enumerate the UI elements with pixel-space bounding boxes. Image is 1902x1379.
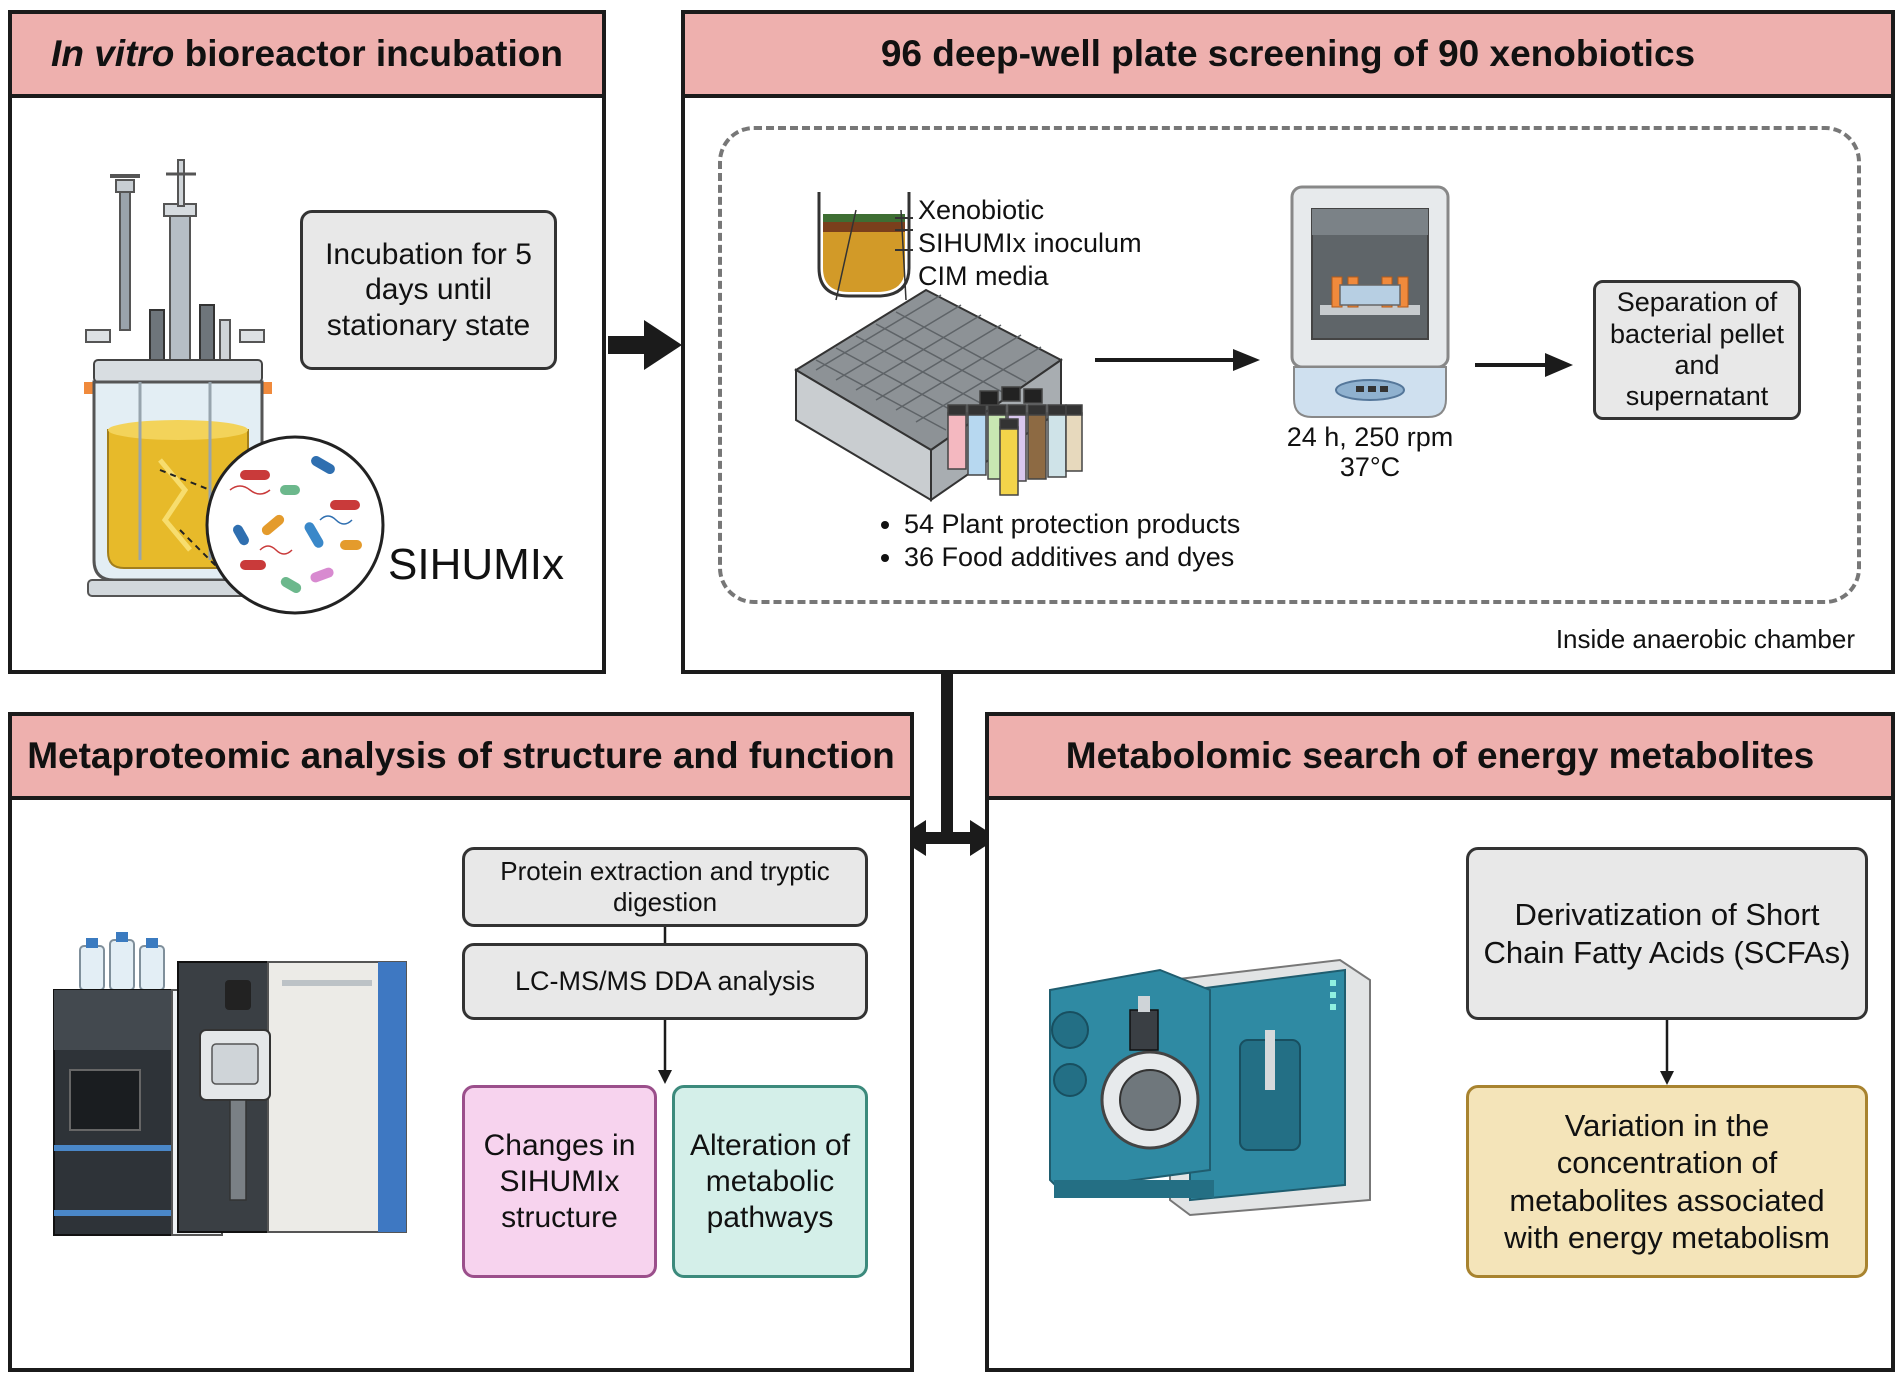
lc-ms-instrument-icon (53, 932, 407, 1236)
title-italic: In vitro (51, 33, 175, 74)
chamber-note: Inside anaerobic chamber (1555, 624, 1855, 654)
incubator-conditions-2: 37°C (1339, 452, 1401, 482)
protein-extraction-box: Protein extraction and tryptic digestion (462, 847, 868, 927)
down-arrow-icon (658, 1020, 672, 1084)
panel-title-metaproteomics: Metaproteomic analysis of structure and … (12, 716, 910, 800)
panel-title-bioreactor: In vitro bioreactor incubation (12, 14, 602, 98)
sihumix-label: SIHUMIx (388, 540, 564, 589)
compound-list-item: 36 Food additives and dyes (904, 541, 1240, 574)
shaking-incubator-icon (1290, 185, 1450, 418)
pathway-alteration-box: Alteration of metabolic pathways (672, 1085, 868, 1278)
layer-inoculum: SIHUMIx inoculum (918, 228, 1142, 258)
layer-xenobiotic: Xenobiotic (918, 195, 1045, 225)
panel-title-metabolomics: Metabolomic search of energy metabolites (989, 716, 1891, 800)
layer-media: CIM media (918, 261, 1049, 291)
well-cross-section-icon (817, 192, 911, 298)
flow-arrow-icon (1095, 349, 1260, 371)
compound-list-item: 54 Plant protection products (904, 508, 1240, 541)
compound-list: 54 Plant protection products 36 Food add… (880, 508, 1240, 574)
right-arrow-icon (608, 320, 682, 370)
gc-ms-instrument-icon (1049, 958, 1371, 1217)
anaerobic-chamber-outline (718, 126, 1861, 604)
concentration-variation-box: Variation in the concentration of metabo… (1466, 1085, 1868, 1278)
incubator-conditions-1: 24 h, 250 rpm (1286, 422, 1454, 452)
panel-title-screening: 96 deep-well plate screening of 90 xenob… (685, 14, 1891, 98)
flow-arrow-icon (1475, 353, 1573, 377)
structure-changes-box: Changes in SIHUMIx structure (462, 1085, 657, 1278)
separation-box: Separation of bacterial pellet and super… (1593, 280, 1801, 420)
title-rest: bioreactor incubation (174, 33, 563, 74)
down-arrow-icon (1660, 1020, 1674, 1085)
vial-set-icon (947, 386, 1083, 496)
lc-ms-analysis-box: LC-MS/MS DDA analysis (462, 943, 868, 1020)
bacteria-magnifier-icon (159, 435, 385, 615)
well-layer-pointers (895, 217, 913, 251)
derivatization-box: Derivatization of Short Chain Fatty Acid… (1466, 847, 1868, 1020)
incubation-box: Incubation for 5 days until stationary s… (300, 210, 557, 370)
